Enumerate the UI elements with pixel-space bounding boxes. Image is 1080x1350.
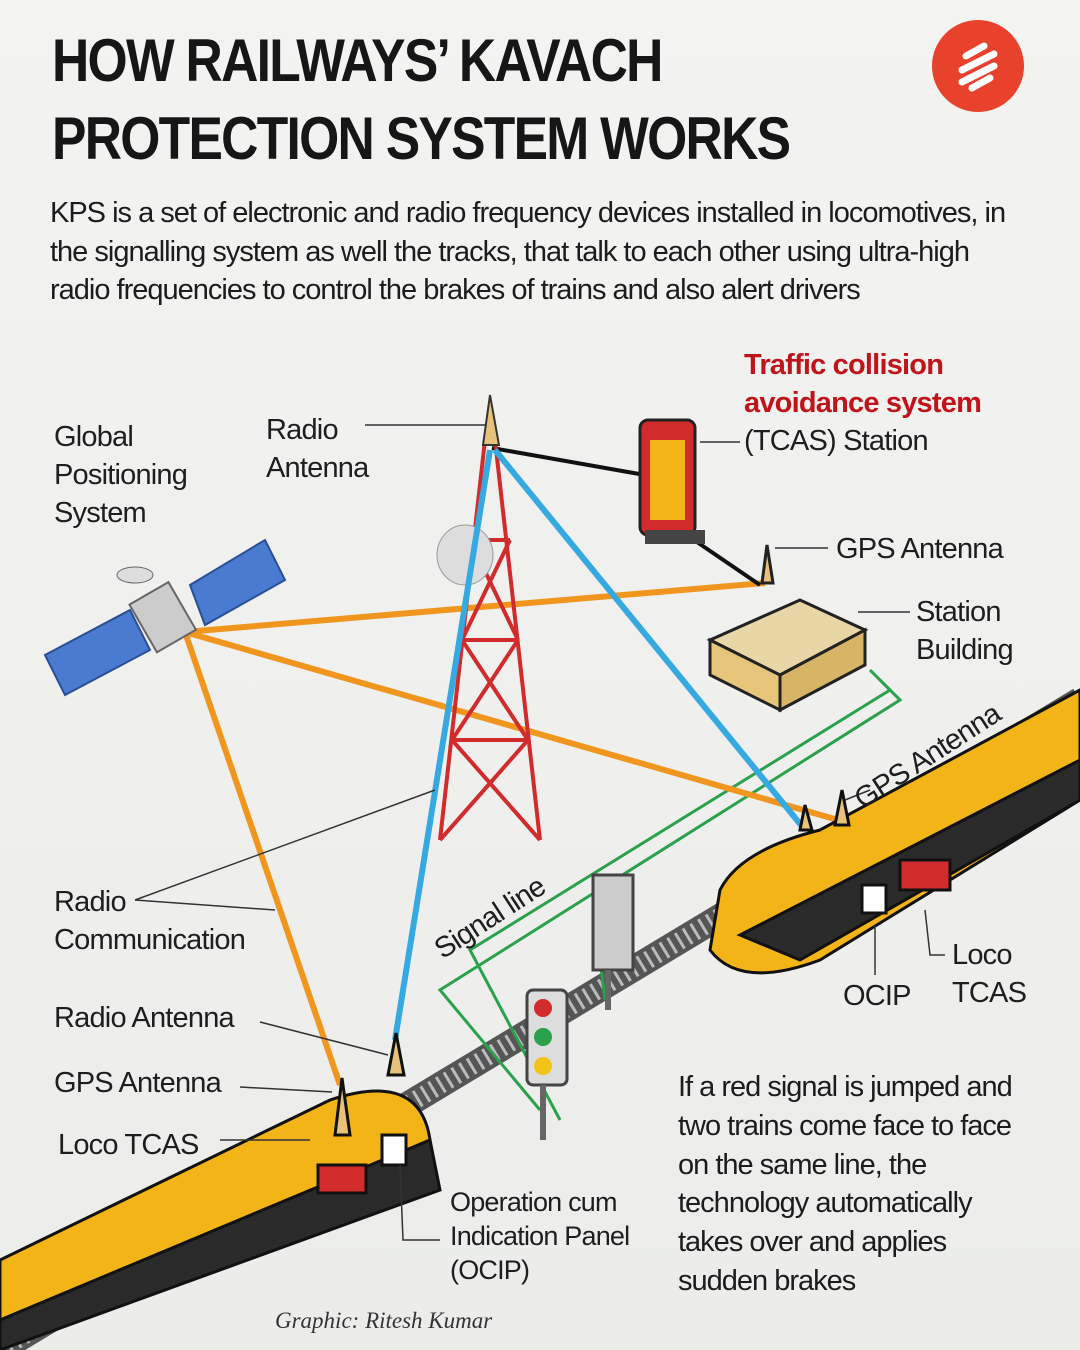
label-line: Radio: [54, 886, 127, 918]
label-line: Global: [54, 421, 134, 453]
left-train: [0, 1032, 442, 1350]
radio-links: [392, 448, 808, 1041]
label-line: (TCAS) Station: [744, 425, 929, 457]
label-radio-antenna-tower: Radio Antenna: [266, 411, 369, 487]
right-train: [708, 688, 1080, 975]
label-station-building: Station Building: [916, 593, 1014, 669]
label-line: TCAS: [952, 977, 1027, 1009]
traffic-signal-icon: [525, 988, 569, 1140]
tcas-station-icon: [638, 418, 705, 544]
label-tcas-station: Traffic collision avoidance system (TCAS…: [744, 346, 982, 460]
label-line: Station: [916, 596, 1001, 628]
label-line: Communication: [54, 924, 246, 956]
label-ocip: OCIP: [843, 980, 911, 1012]
label-line: Radio: [266, 414, 339, 446]
page-title: HOW RAILWAYS’ KAVACH PROTECTION SYSTEM W…: [52, 22, 791, 178]
explanation-note: If a red signal is jumped and two trains…: [678, 1071, 1013, 1297]
label-gps-antenna-station: GPS Antenna: [836, 533, 1004, 565]
label-loco-tcas-right: Loco TCAS: [952, 936, 1027, 1012]
label-line: (OCIP): [450, 1255, 530, 1285]
label-line: System: [54, 497, 147, 529]
label-gps-antenna-left: GPS Antenna: [54, 1067, 222, 1099]
intro-text: KPS is a set of electronic and radio fre…: [50, 197, 1006, 306]
label-radio-communication: Radio Communication: [54, 883, 246, 959]
signal-box-icon: [591, 873, 635, 1010]
graphic-credit: Graphic: Ritesh Kumar: [275, 1308, 493, 1333]
satellite-icon: [43, 538, 287, 697]
label-ocip-full: Operation cum Indication Panel (OCIP): [450, 1185, 630, 1287]
label-line: Loco: [952, 939, 1012, 971]
label-line: Building: [916, 634, 1014, 666]
label-line: Positioning: [54, 459, 188, 491]
publisher-logo: [932, 20, 1024, 112]
label-line: Indication Panel: [450, 1221, 630, 1251]
radio-tower: [438, 439, 542, 842]
tcas-links: [491, 446, 762, 587]
dish-icon: [436, 524, 494, 586]
title-line-2: PROTECTION SYSTEM WORKS: [52, 105, 791, 172]
label-line: Operation cum: [450, 1187, 617, 1217]
station-building-icon: [706, 544, 869, 713]
label-line: Traffic collision: [744, 349, 944, 381]
tower-antenna-icon: [481, 394, 501, 446]
title-line-1: HOW RAILWAYS’ KAVACH: [52, 27, 663, 94]
label-radio-antenna-left: Radio Antenna: [54, 1002, 235, 1034]
label-line: avoidance system: [744, 387, 982, 419]
leader-lines: [134, 424, 945, 1241]
label-gps-system: Global Positioning System: [54, 418, 188, 532]
label-line: Antenna: [266, 452, 369, 484]
gps-links: [182, 580, 839, 1086]
logo-mark-icon: [958, 42, 998, 92]
label-loco-tcas-left: Loco TCAS: [58, 1129, 199, 1161]
